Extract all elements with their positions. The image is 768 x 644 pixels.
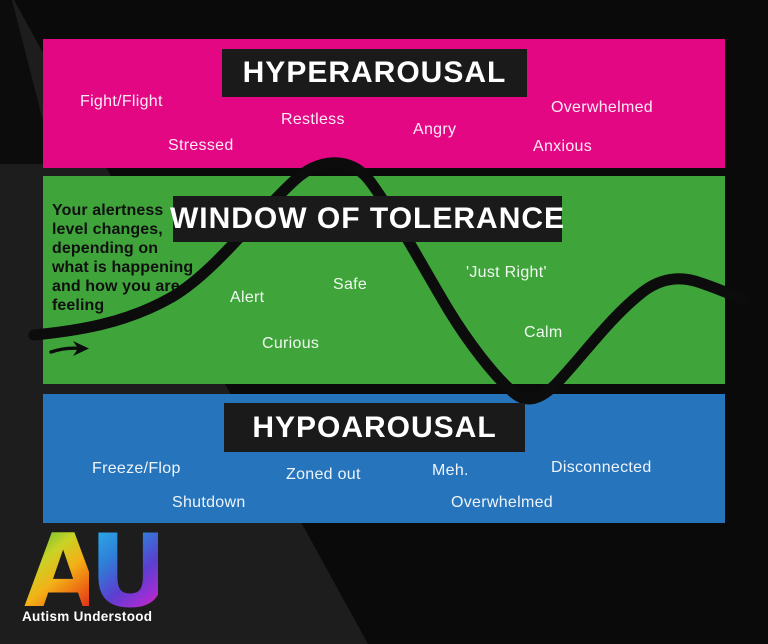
autism-understood-logo: AU Autism Understood [22, 512, 171, 630]
alertness-description: Your alertness level changes, depending … [52, 202, 194, 314]
feeling-label-overwhelmed-bottom: Overwhelmed [451, 494, 554, 511]
feeling-label-just-right: 'Just Right' [466, 264, 547, 281]
feeling-label-shutdown: Shutdown [172, 494, 246, 511]
feeling-label-restless: Restless [281, 111, 345, 128]
feeling-label-stressed: Stressed [168, 137, 234, 154]
logo-wordmark: Autism Understood [22, 609, 153, 624]
feeling-label-calm: Calm [524, 324, 563, 341]
feeling-label-meh: Meh. [432, 462, 469, 479]
window-title: WINDOW OF TOLERANCE [169, 202, 566, 235]
feeling-label-overwhelmed-top: Overwhelmed [551, 99, 654, 116]
feeling-label-zoned-out: Zoned out [286, 466, 361, 483]
au-logo-letter-u: U [89, 512, 171, 630]
au-logo-icon: AU [24, 512, 171, 630]
feeling-label-disconnected: Disconnected [551, 459, 652, 476]
feeling-label-freeze-flop: Freeze/Flop [92, 460, 181, 477]
hyperarousal-title-box: HYPERAROUSAL [222, 49, 527, 97]
feeling-label-curious: Curious [262, 335, 320, 352]
feeling-label-angry: Angry [413, 121, 457, 138]
feeling-label-anxious: Anxious [533, 138, 593, 155]
feeling-label-alert: Alert [230, 289, 265, 306]
window-title-box: WINDOW OF TOLERANCE [169, 196, 566, 242]
feeling-label-safe: Safe [333, 276, 368, 293]
feeling-label-fight-flight: Fight/Flight [80, 93, 163, 110]
hypoarousal-title: HYPOAROUSAL [252, 410, 497, 444]
hyperarousal-title: HYPERAROUSAL [242, 56, 507, 89]
hypoarousal-title-box: HYPOAROUSAL [224, 403, 525, 452]
au-logo-letter-a: A [24, 512, 102, 630]
